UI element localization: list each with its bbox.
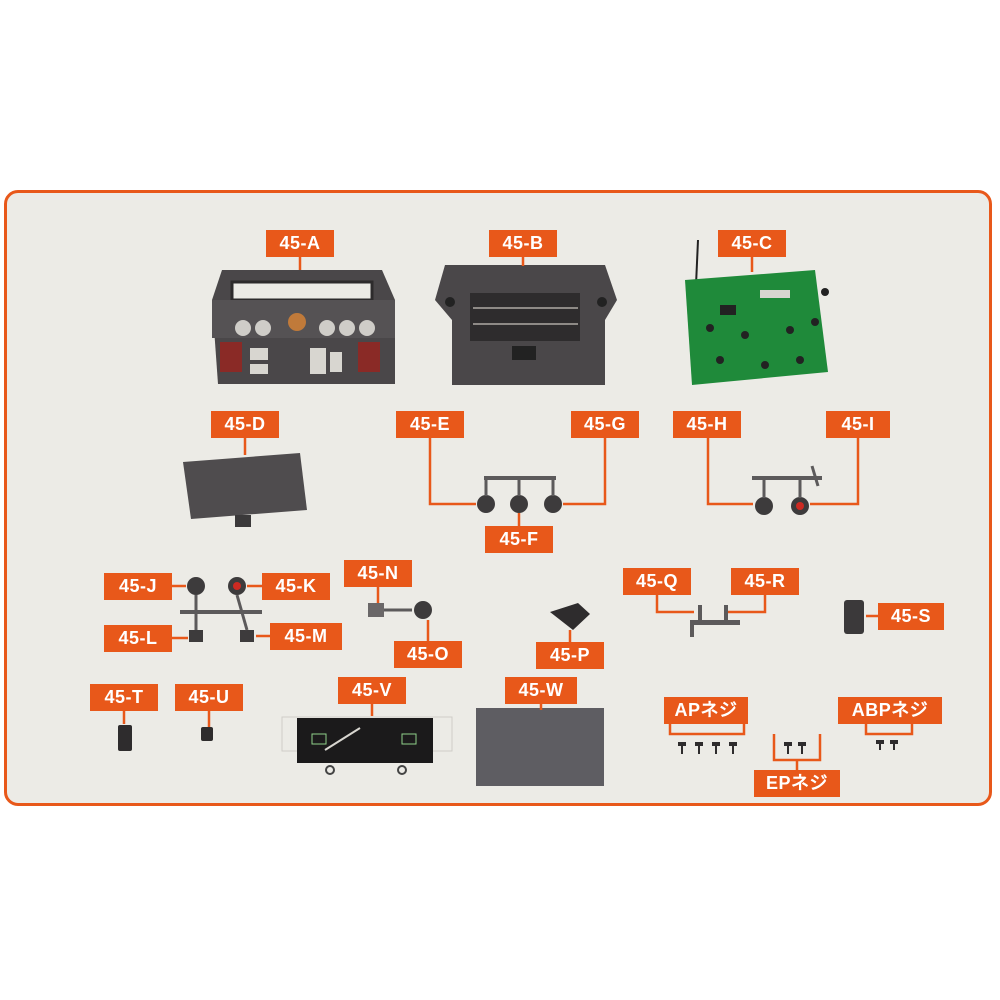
label-ap-screw: APネジ [664, 697, 748, 724]
part-45-w [476, 708, 604, 786]
label-45-a: 45-A [266, 230, 334, 257]
label-45-v: 45-V [338, 677, 406, 704]
label-45-j: 45-J [104, 573, 172, 600]
label-45-k: 45-K [262, 573, 330, 600]
part-45-v [281, 716, 453, 775]
label-45-w: 45-W [505, 677, 577, 704]
part-45-u [201, 727, 213, 741]
label-45-m: 45-M [270, 623, 342, 650]
label-45-t: 45-T [90, 684, 158, 711]
part-45-b [435, 265, 617, 385]
part-45-c [685, 239, 829, 385]
label-ep-screw: EPネジ [754, 770, 840, 797]
part-45-p [550, 603, 590, 630]
label-45-l: 45-L [104, 625, 172, 652]
part-45-efg [477, 476, 562, 513]
ep-screws [784, 742, 806, 754]
label-45-o: 45-O [394, 641, 462, 668]
label-abp-screw: ABPネジ [838, 697, 942, 724]
part-45-qr [690, 605, 740, 637]
label-45-p: 45-P [536, 642, 604, 669]
part-45-s [844, 600, 864, 634]
label-45-d: 45-D [211, 411, 279, 438]
label-45-f: 45-F [485, 526, 553, 553]
label-45-n: 45-N [344, 560, 412, 587]
label-45-e: 45-E [396, 411, 464, 438]
label-45-s: 45-S [878, 603, 944, 630]
label-45-r: 45-R [731, 568, 799, 595]
part-45-hi [752, 465, 822, 515]
label-45-h: 45-H [673, 411, 741, 438]
label-45-u: 45-U [175, 684, 243, 711]
ap-screws [678, 742, 737, 754]
abp-screws [876, 740, 898, 750]
label-45-c: 45-C [718, 230, 786, 257]
part-45-a [212, 270, 395, 384]
label-45-g: 45-G [571, 411, 639, 438]
label-45-q: 45-Q [623, 568, 691, 595]
part-45-jklm [180, 577, 262, 642]
part-45-d [183, 453, 307, 527]
part-45-no [368, 601, 432, 619]
label-45-i: 45-I [826, 411, 890, 438]
part-45-t [118, 725, 132, 751]
label-45-b: 45-B [489, 230, 557, 257]
